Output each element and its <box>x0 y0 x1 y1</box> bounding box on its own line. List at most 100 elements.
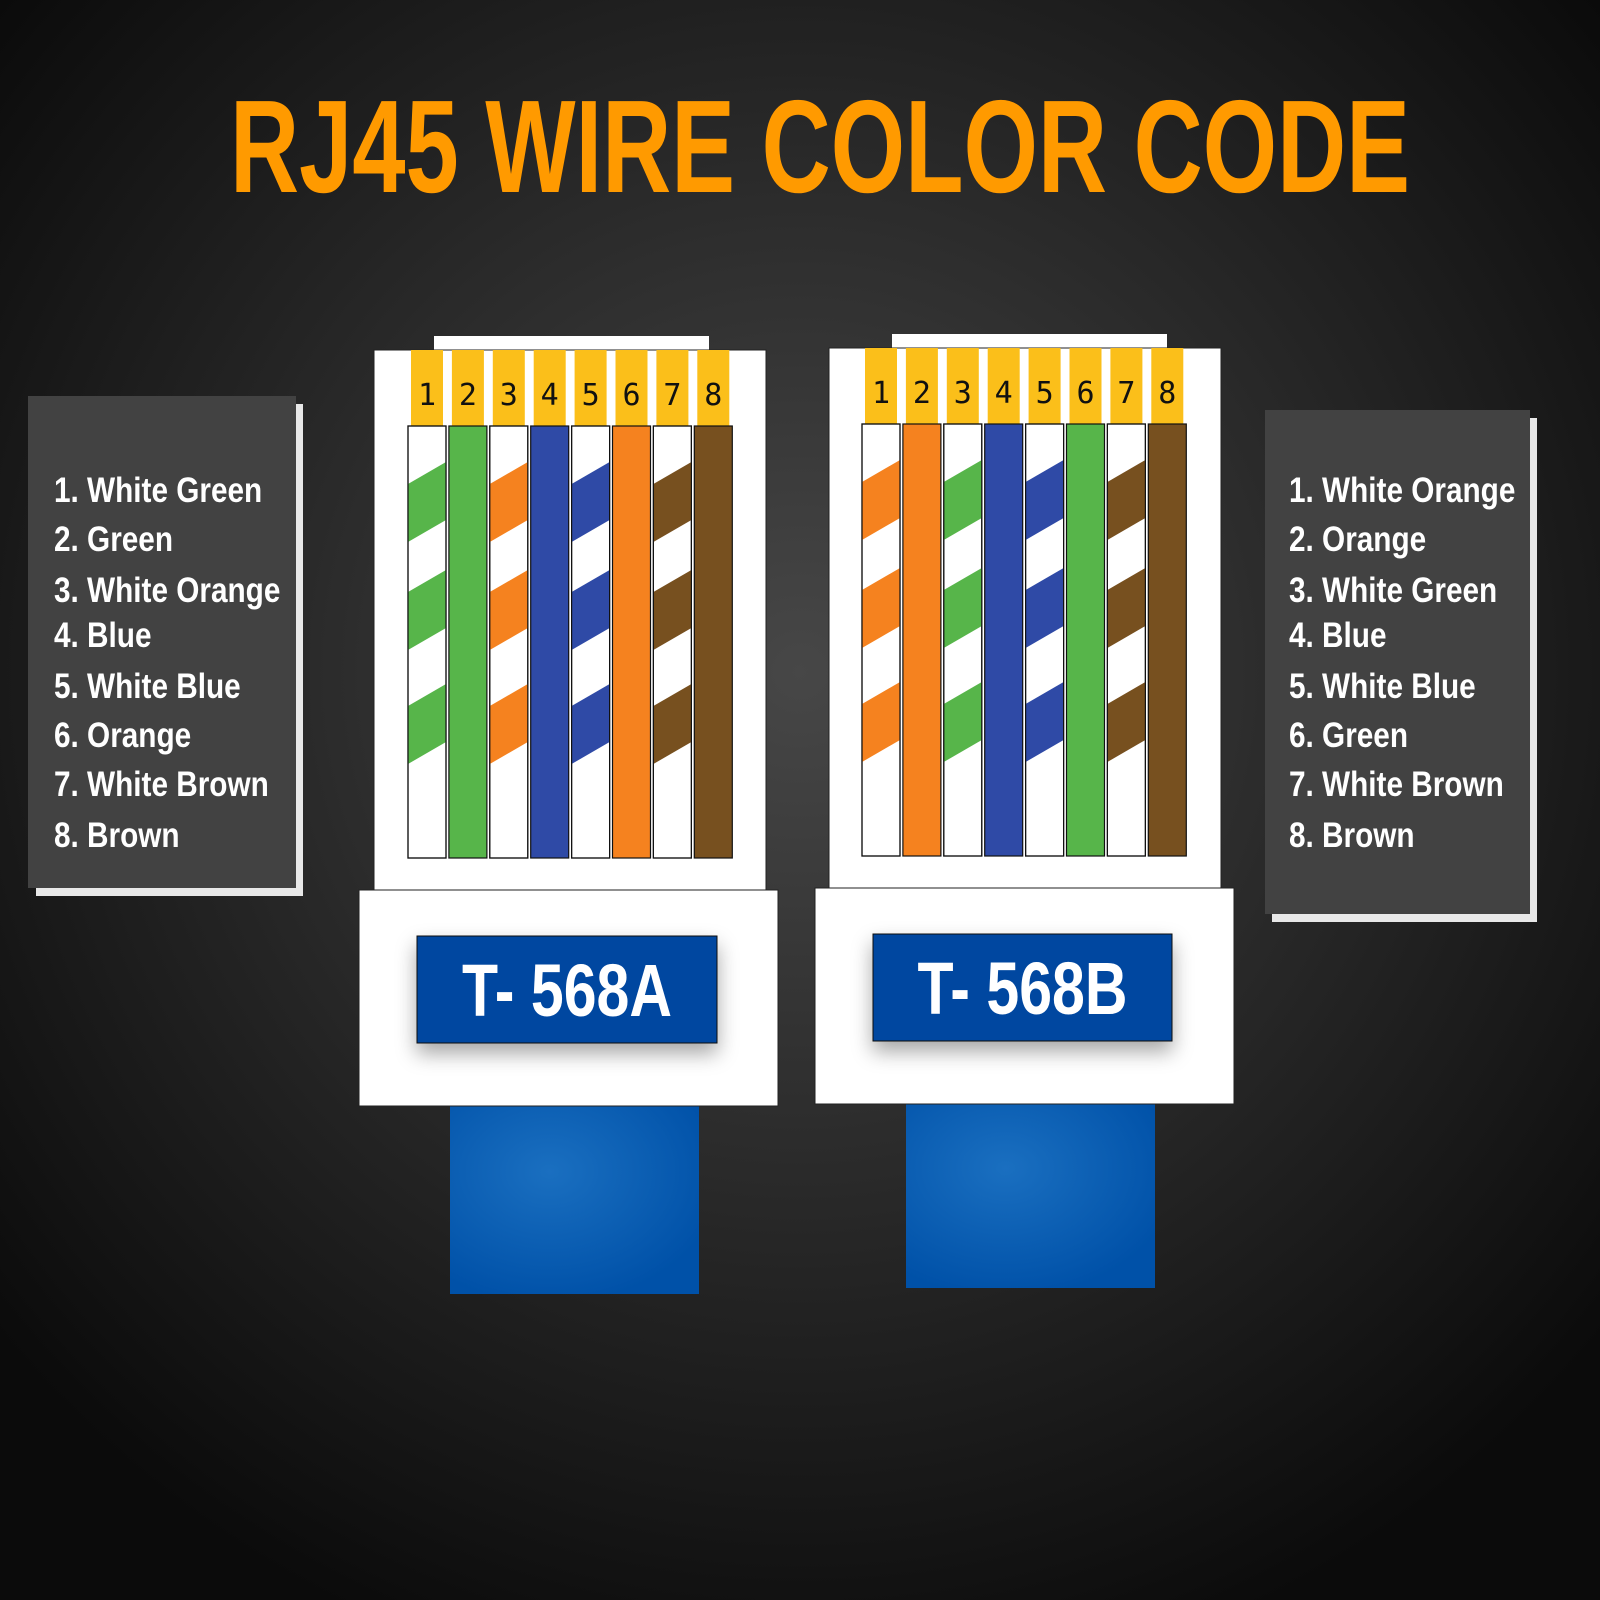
legend-item: 1. White Green <box>54 471 262 510</box>
wire-stripe <box>653 462 692 542</box>
wire-stripe <box>489 684 528 764</box>
wire-2: 2 <box>448 350 488 859</box>
legend-panel-568b: 1. White Orange 2. Orange 3. White Green 4.… <box>1265 410 1537 922</box>
wire-body <box>448 425 488 859</box>
wire-outline <box>570 425 611 859</box>
wire-7: 7 <box>1106 348 1147 857</box>
legend-item: 2. Orange <box>1289 520 1426 559</box>
legend-item: 6. Orange <box>54 716 191 755</box>
pin-number: 4 <box>995 376 1013 411</box>
wire-3: 3 <box>943 348 983 857</box>
cable-jacket <box>450 1106 699 1294</box>
pin-number: 8 <box>1158 376 1176 411</box>
wire-stripe <box>571 462 610 542</box>
wire-body <box>902 423 942 857</box>
legend-item: 7. White Brown <box>1289 765 1504 804</box>
pin-number: 2 <box>913 376 931 411</box>
wire-outline <box>1106 423 1147 857</box>
pin-contact <box>1110 348 1143 424</box>
cable-jacket <box>906 1104 1155 1288</box>
wire-stripe <box>943 682 982 762</box>
wire-stripe <box>862 568 900 648</box>
wire-8: 8 <box>693 350 733 859</box>
legend-item: 5. White Blue <box>54 667 241 706</box>
pin-contact <box>865 348 897 424</box>
pin-number: 5 <box>1036 376 1054 411</box>
wire-stripe <box>408 462 446 542</box>
wire-stripe <box>862 460 900 540</box>
pin-contact <box>574 350 607 426</box>
pin-number: 3 <box>500 378 518 413</box>
standard-label-box <box>872 933 1173 1042</box>
wire-6: 6 <box>1065 348 1106 857</box>
wire-stripe <box>571 570 610 650</box>
wire-stripe <box>653 684 692 764</box>
pin-contact <box>411 350 443 426</box>
wire-stripe <box>1107 460 1146 540</box>
pin-contact <box>1151 348 1184 424</box>
wire-stripe <box>571 684 610 764</box>
legend-item: 4. Blue <box>54 616 152 655</box>
legend-item: 8. Brown <box>54 816 180 855</box>
wire-7: 7 <box>652 350 693 859</box>
pin-number: 2 <box>459 378 477 413</box>
pin-contact <box>1069 348 1102 424</box>
pin-contact <box>492 350 525 426</box>
pin-number: 7 <box>1117 376 1135 411</box>
pin-contact <box>987 348 1020 424</box>
wire-outline <box>407 425 447 859</box>
panel-bg <box>28 396 296 888</box>
pin-number: 7 <box>663 378 681 413</box>
connector-latch <box>892 334 1167 350</box>
pin-contact <box>1028 348 1061 424</box>
legend-item: 4. Blue <box>1289 616 1387 655</box>
wire-body <box>530 425 570 859</box>
legend-item: 7. White Brown <box>54 765 269 804</box>
wire-outline <box>861 423 901 857</box>
wire-stripe <box>408 570 446 650</box>
legend-item: 5. White Blue <box>1289 667 1476 706</box>
pin-contact <box>615 350 648 426</box>
pin-contact <box>533 350 566 426</box>
wire-stripe <box>1107 682 1146 762</box>
wire-body <box>693 425 733 859</box>
wire-2: 2 <box>902 348 942 857</box>
wire-outline <box>489 425 529 859</box>
pin-contact <box>697 350 730 426</box>
legend-item: 6. Green <box>1289 716 1408 755</box>
wire-body <box>1065 423 1106 857</box>
pin-number: 4 <box>541 378 559 413</box>
legend-item: 1. White Orange <box>1289 471 1515 510</box>
wire-outline <box>652 425 693 859</box>
wire-outline <box>1024 423 1065 857</box>
wire-stripe <box>408 684 446 764</box>
wire-stripe <box>1025 682 1064 762</box>
pin-number: 1 <box>872 376 890 411</box>
wire-stripe <box>1107 568 1146 648</box>
wire-6: 6 <box>611 350 652 859</box>
legend-item: 8. Brown <box>1289 816 1415 855</box>
legend-item: 2. Green <box>54 520 173 559</box>
pin-contact <box>451 350 484 426</box>
wire-5: 5 <box>570 350 611 859</box>
wire-stripe <box>943 568 982 648</box>
wire-stripe <box>1025 568 1064 648</box>
pin-number: 8 <box>704 378 722 413</box>
connector-latch <box>434 336 709 352</box>
legend-item: 3. White Green <box>1289 571 1497 610</box>
standard-label: T- 568A <box>462 949 672 1032</box>
wire-body <box>611 425 652 859</box>
wire-4: 4 <box>984 348 1024 857</box>
pin-contact <box>656 350 689 426</box>
wire-outline <box>943 423 983 857</box>
wire-stripe <box>862 682 900 762</box>
pin-contact <box>946 348 979 424</box>
wire-stripe <box>1025 460 1064 540</box>
wire-stripe <box>489 570 528 650</box>
wire-1: 1 <box>861 348 901 857</box>
wire-body <box>1147 423 1187 857</box>
